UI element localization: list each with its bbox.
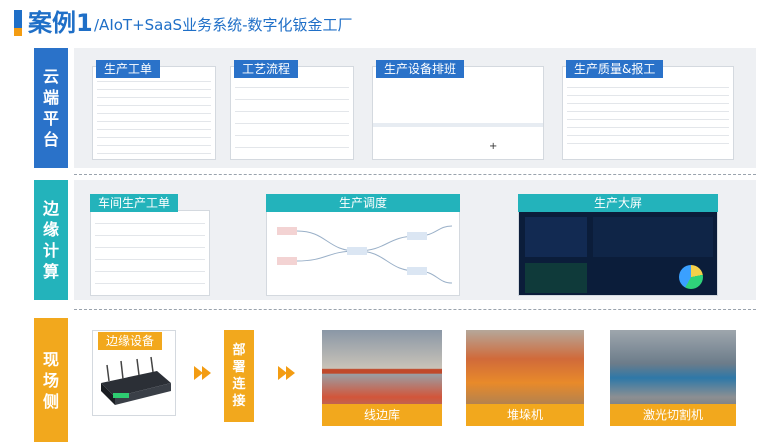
- line-side-warehouse-caption: 线边库: [322, 404, 442, 426]
- page-title-bar: 案例1 /AIoT+SaaS业务系统-数字化钣金工厂: [14, 6, 754, 40]
- deploy-char: 部: [232, 342, 245, 359]
- production-order-label: 生产工单: [96, 60, 160, 78]
- cloud-tag-char: 台: [43, 129, 59, 150]
- dispatch-flow-diagram: [267, 211, 461, 297]
- layer-divider: [74, 309, 756, 310]
- production-screen-label: 生产大屏: [518, 194, 718, 212]
- field-tag-char: 现: [43, 349, 59, 370]
- title-accent-square: [14, 28, 22, 36]
- edge-tag-char: 缘: [43, 219, 59, 240]
- equipment-schedule-card[interactable]: +: [372, 66, 544, 160]
- stacker-crane-caption: 堆垛机: [466, 404, 584, 426]
- screen-panel: [593, 217, 713, 257]
- arrow-right-icon: [286, 366, 295, 380]
- field-tag-char: 场: [43, 370, 59, 391]
- laser-cutter-caption: 激光切割机: [610, 404, 736, 426]
- cloud-layer-tag: 云 端 平 台: [34, 48, 68, 168]
- cloud-platform-layer: 云 端 平 台 生产工单 工艺流程 + 生产设备排班 生产质量&报工: [34, 48, 756, 168]
- cloud-layer-body: 生产工单 工艺流程 + 生产设备排班 生产质量&报工: [74, 48, 756, 168]
- production-dispatch-card[interactable]: [266, 210, 460, 296]
- layer-divider: [74, 174, 756, 175]
- process-flow-card[interactable]: [230, 66, 354, 160]
- line-side-warehouse-photo[interactable]: 线边库: [322, 330, 442, 426]
- equipment-schedule-label: 生产设备排班: [376, 60, 464, 78]
- cloud-tag-char: 云: [43, 66, 59, 87]
- screen-pie-chart: [679, 265, 703, 289]
- workshop-order-card[interactable]: [90, 210, 210, 296]
- screen-panel: [525, 263, 587, 293]
- deploy-connect-block: 部 署 连 接: [224, 330, 254, 422]
- arrow-right-icon: [202, 366, 211, 380]
- cloud-tag-char: 端: [43, 87, 59, 108]
- page-title: 案例1: [28, 6, 93, 40]
- deploy-char: 连: [232, 376, 245, 393]
- edge-tag-char: 算: [43, 261, 59, 282]
- deploy-char: 署: [232, 359, 245, 376]
- deploy-char: 接: [232, 393, 245, 410]
- quality-report-label: 生产质量&报工: [566, 60, 663, 78]
- production-order-card[interactable]: [92, 66, 216, 160]
- edge-tag-char: 边: [43, 198, 59, 219]
- production-dispatch-label: 生产调度: [266, 194, 460, 212]
- quality-report-card[interactable]: [562, 66, 734, 160]
- field-layer: 现 场 侧 边缘设备 部 署 连 接 线边库 堆垛机: [34, 318, 756, 442]
- edge-layer-body: 车间生产工单 生产调度 生产大屏: [74, 180, 756, 300]
- laser-cutter-photo[interactable]: 激光切割机: [610, 330, 736, 426]
- page-subtitle: /AIoT+SaaS业务系统-数字化钣金工厂: [94, 14, 353, 36]
- stacker-crane-photo[interactable]: 堆垛机: [466, 330, 584, 426]
- field-layer-tag: 现 场 侧: [34, 318, 68, 442]
- cloud-tag-char: 平: [43, 108, 59, 129]
- edge-tag-char: 计: [43, 240, 59, 261]
- production-screen-card[interactable]: [518, 210, 718, 296]
- field-tag-char: 侧: [43, 391, 59, 412]
- edge-device-label: 边缘设备: [98, 332, 162, 350]
- edge-computing-layer: 边 缘 计 算 车间生产工单 生产调度: [34, 180, 756, 300]
- field-layer-body: 边缘设备 部 署 连 接 线边库 堆垛机 激光切割机: [74, 318, 756, 442]
- screen-panel: [525, 217, 587, 257]
- workshop-order-label: 车间生产工单: [90, 194, 178, 212]
- process-flow-label: 工艺流程: [234, 60, 298, 78]
- edge-layer-tag: 边 缘 计 算: [34, 180, 68, 300]
